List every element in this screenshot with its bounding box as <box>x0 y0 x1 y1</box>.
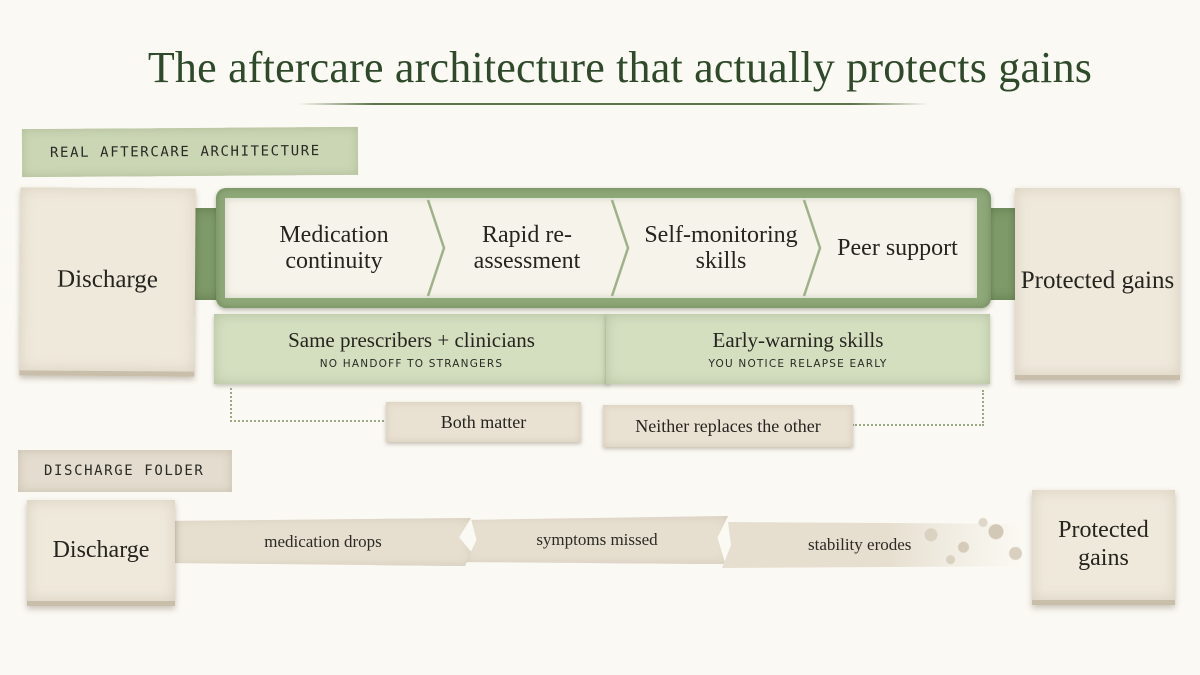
section-label-real-aftercare: REAL AFTERCARE ARCHITECTURE <box>21 126 359 178</box>
chevron-divider-icon <box>426 199 446 297</box>
chevron-divider-icon <box>802 199 822 297</box>
segment-medication-drops: medication drops <box>175 518 471 566</box>
segment-symptoms-missed: symptoms missed <box>466 516 728 564</box>
aftercare-band-inner <box>225 198 977 298</box>
protected-gains-card: Protected gains <box>1015 188 1180 380</box>
panel-sub-text: NO HANDOFF TO STRANGERS <box>319 358 504 370</box>
crumbling-paper-fragments <box>905 510 1035 572</box>
dotted-connector-left <box>230 388 388 422</box>
tag-both-matter: Both matter <box>386 402 581 442</box>
panel-main-text: Early-warning skills <box>712 328 884 352</box>
dotted-connector-right <box>852 390 984 426</box>
step-medication-continuity: Medication continuity <box>279 221 389 274</box>
protected-gains-card-bottom: Protected gains <box>1032 490 1175 605</box>
discharge-card: Discharge <box>19 187 196 377</box>
panel-early-warning: Early-warning skills YOU NOTICE RELAPSE … <box>606 314 990 384</box>
step-peer-support: Peer support <box>837 234 958 261</box>
page-title: The aftercare architecture that actually… <box>147 43 1093 92</box>
section-label-discharge-folder: DISCHARGE FOLDER <box>18 450 232 492</box>
chevron-divider-icon <box>610 199 630 297</box>
panel-same-prescribers: Same prescribers + clinicians NO HANDOFF… <box>214 314 609 384</box>
tag-neither-replaces: Neither replaces the other <box>603 405 853 447</box>
panel-sub-text: YOU NOTICE RELAPSE EARLY <box>708 358 888 370</box>
step-rapid-reassessment: Rapid re-assessment <box>473 221 581 274</box>
step-self-monitoring-skills: Self-monitoring skills <box>644 221 798 274</box>
discharge-card-bottom: Discharge <box>27 500 175 606</box>
panel-main-text: Same prescribers + clinicians <box>288 328 535 352</box>
title-underline <box>298 103 928 105</box>
